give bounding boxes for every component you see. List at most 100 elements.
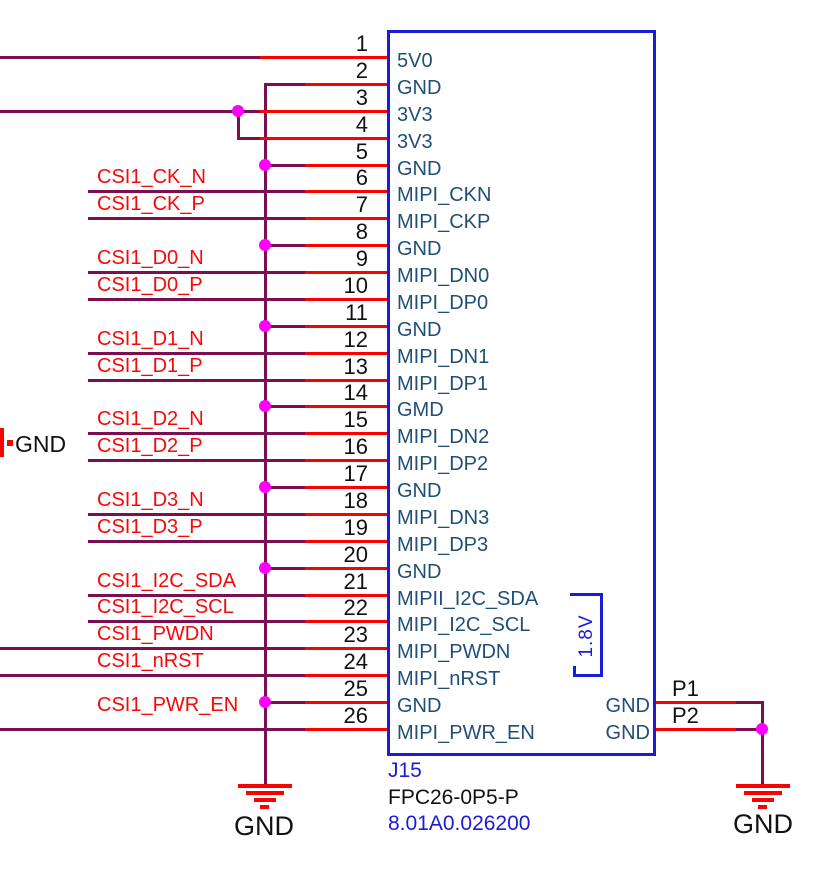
net-label: CSI1_D2_N [97, 408, 204, 430]
3v3-stub-wire [237, 110, 240, 140]
junction-dot [259, 239, 271, 251]
net-label: CSI1_D0_N [97, 247, 204, 269]
pin-name: GND [397, 480, 442, 502]
net-wire [88, 190, 305, 193]
pad-name: GND [605, 695, 650, 717]
pin-lead-wire [305, 486, 387, 489]
pin-lead-wire [305, 405, 387, 408]
voltage-note: 1.8V [576, 614, 597, 658]
pin-number: 22 [343, 595, 368, 620]
pin-lead-wire [305, 540, 387, 543]
pin-number: 25 [343, 676, 368, 701]
pin-number: 14 [343, 380, 368, 405]
ground-label-bottom-left: GND [234, 811, 294, 841]
net-wire [0, 56, 260, 59]
pad-lead-wire [656, 728, 738, 731]
pad-number: P1 [672, 676, 699, 701]
ground-bar [758, 805, 767, 809]
pin-lead-wire [260, 110, 387, 113]
net-wire [264, 486, 305, 489]
pin-lead-wire [260, 137, 387, 140]
pin-name: MIPI_I2C_SCL [397, 614, 531, 636]
pin-lead-wire [305, 647, 387, 650]
bracket-line [570, 593, 603, 596]
pin-name: MIPI_DP2 [397, 453, 489, 475]
ground-bar [260, 805, 269, 809]
pin-name: MIPII_I2C_SDA [397, 588, 539, 610]
pin-number: 6 [355, 165, 368, 190]
pin-number: 4 [355, 112, 368, 137]
pin-name: GND [397, 238, 442, 260]
net-wire [0, 647, 305, 650]
pin-name: MIPI_PWR_EN [397, 722, 535, 744]
net-label: CSI1_PWR_EN [97, 694, 239, 716]
net-wire [264, 567, 305, 570]
pin-lead-wire [305, 728, 387, 731]
ground-bar [744, 791, 782, 795]
pin-name: MIPI_DN2 [397, 426, 490, 448]
net-label: CSI1_D2_P [97, 435, 203, 457]
pin-name: MIPI_CKP [397, 211, 491, 233]
right-gnd-wire [761, 701, 764, 784]
junction-dot [259, 481, 271, 493]
ground-bar [7, 440, 13, 446]
pin-number: 13 [343, 354, 368, 379]
pin-lead-wire [305, 379, 387, 382]
net-label: CSI1_I2C_SCL [97, 596, 234, 618]
net-wire [88, 217, 305, 220]
pin-lead-wire [305, 352, 387, 355]
pin-name: MIPI_DP0 [397, 292, 489, 314]
ground-bar [238, 784, 292, 788]
pin-number: 2 [355, 58, 368, 83]
pin-name: 5V0 [397, 50, 433, 72]
pin-name: 3V3 [397, 104, 433, 126]
pad-net-wire [736, 701, 764, 704]
pin-number: 12 [343, 327, 368, 352]
bracket-line [573, 666, 576, 677]
net-wire [264, 701, 305, 704]
net-wire [264, 164, 305, 167]
net-label: CSI1_I2C_SDA [97, 570, 236, 592]
connector-body [387, 30, 656, 756]
junction-dot [259, 320, 271, 332]
net-label: CSI1_D3_N [97, 489, 204, 511]
pin-lead-wire [305, 83, 387, 86]
ground-label-bottom-right: GND [733, 809, 793, 839]
pin-name: MIPI_CKN [397, 184, 492, 206]
pin-number: 5 [355, 139, 368, 164]
pin-number: 15 [343, 407, 368, 432]
ground-bar [254, 798, 276, 802]
bracket-line [600, 593, 603, 677]
connector-mpn: 8.01A0.026200 [388, 812, 531, 835]
ground-bar [246, 791, 284, 795]
net-label: CSI1_CK_N [97, 166, 206, 188]
net-label: CSI1_D1_N [97, 328, 204, 350]
ground-bar [752, 798, 774, 802]
pin-name: MIPI_DP1 [397, 373, 489, 395]
net-wire [0, 110, 260, 113]
pin-name: MIPI_DN0 [397, 265, 490, 287]
pin-lead-wire [305, 513, 387, 516]
pin-number: 17 [343, 461, 368, 486]
junction-dot [259, 562, 271, 574]
net-wire [88, 540, 305, 543]
connector-refdes: J15 [388, 759, 422, 782]
net-wire [237, 137, 260, 140]
pin-lead-wire [305, 567, 387, 570]
pad-lead-wire [656, 701, 738, 704]
connector-part: FPC26-0P5-P [388, 786, 519, 809]
junction-dot [259, 400, 271, 412]
pin-number: 11 [345, 300, 368, 325]
ground-bar [736, 784, 790, 788]
pin-name: GND [397, 561, 442, 583]
junction-dot [232, 105, 244, 117]
net-wire [88, 594, 305, 597]
junction-dot [259, 159, 271, 171]
net-wire [264, 244, 305, 247]
net-wire [88, 459, 305, 462]
pin-number: 24 [343, 649, 368, 674]
pin-name: GND [397, 319, 442, 341]
net-label: CSI1_D0_P [97, 274, 203, 296]
net-wire [88, 620, 305, 623]
